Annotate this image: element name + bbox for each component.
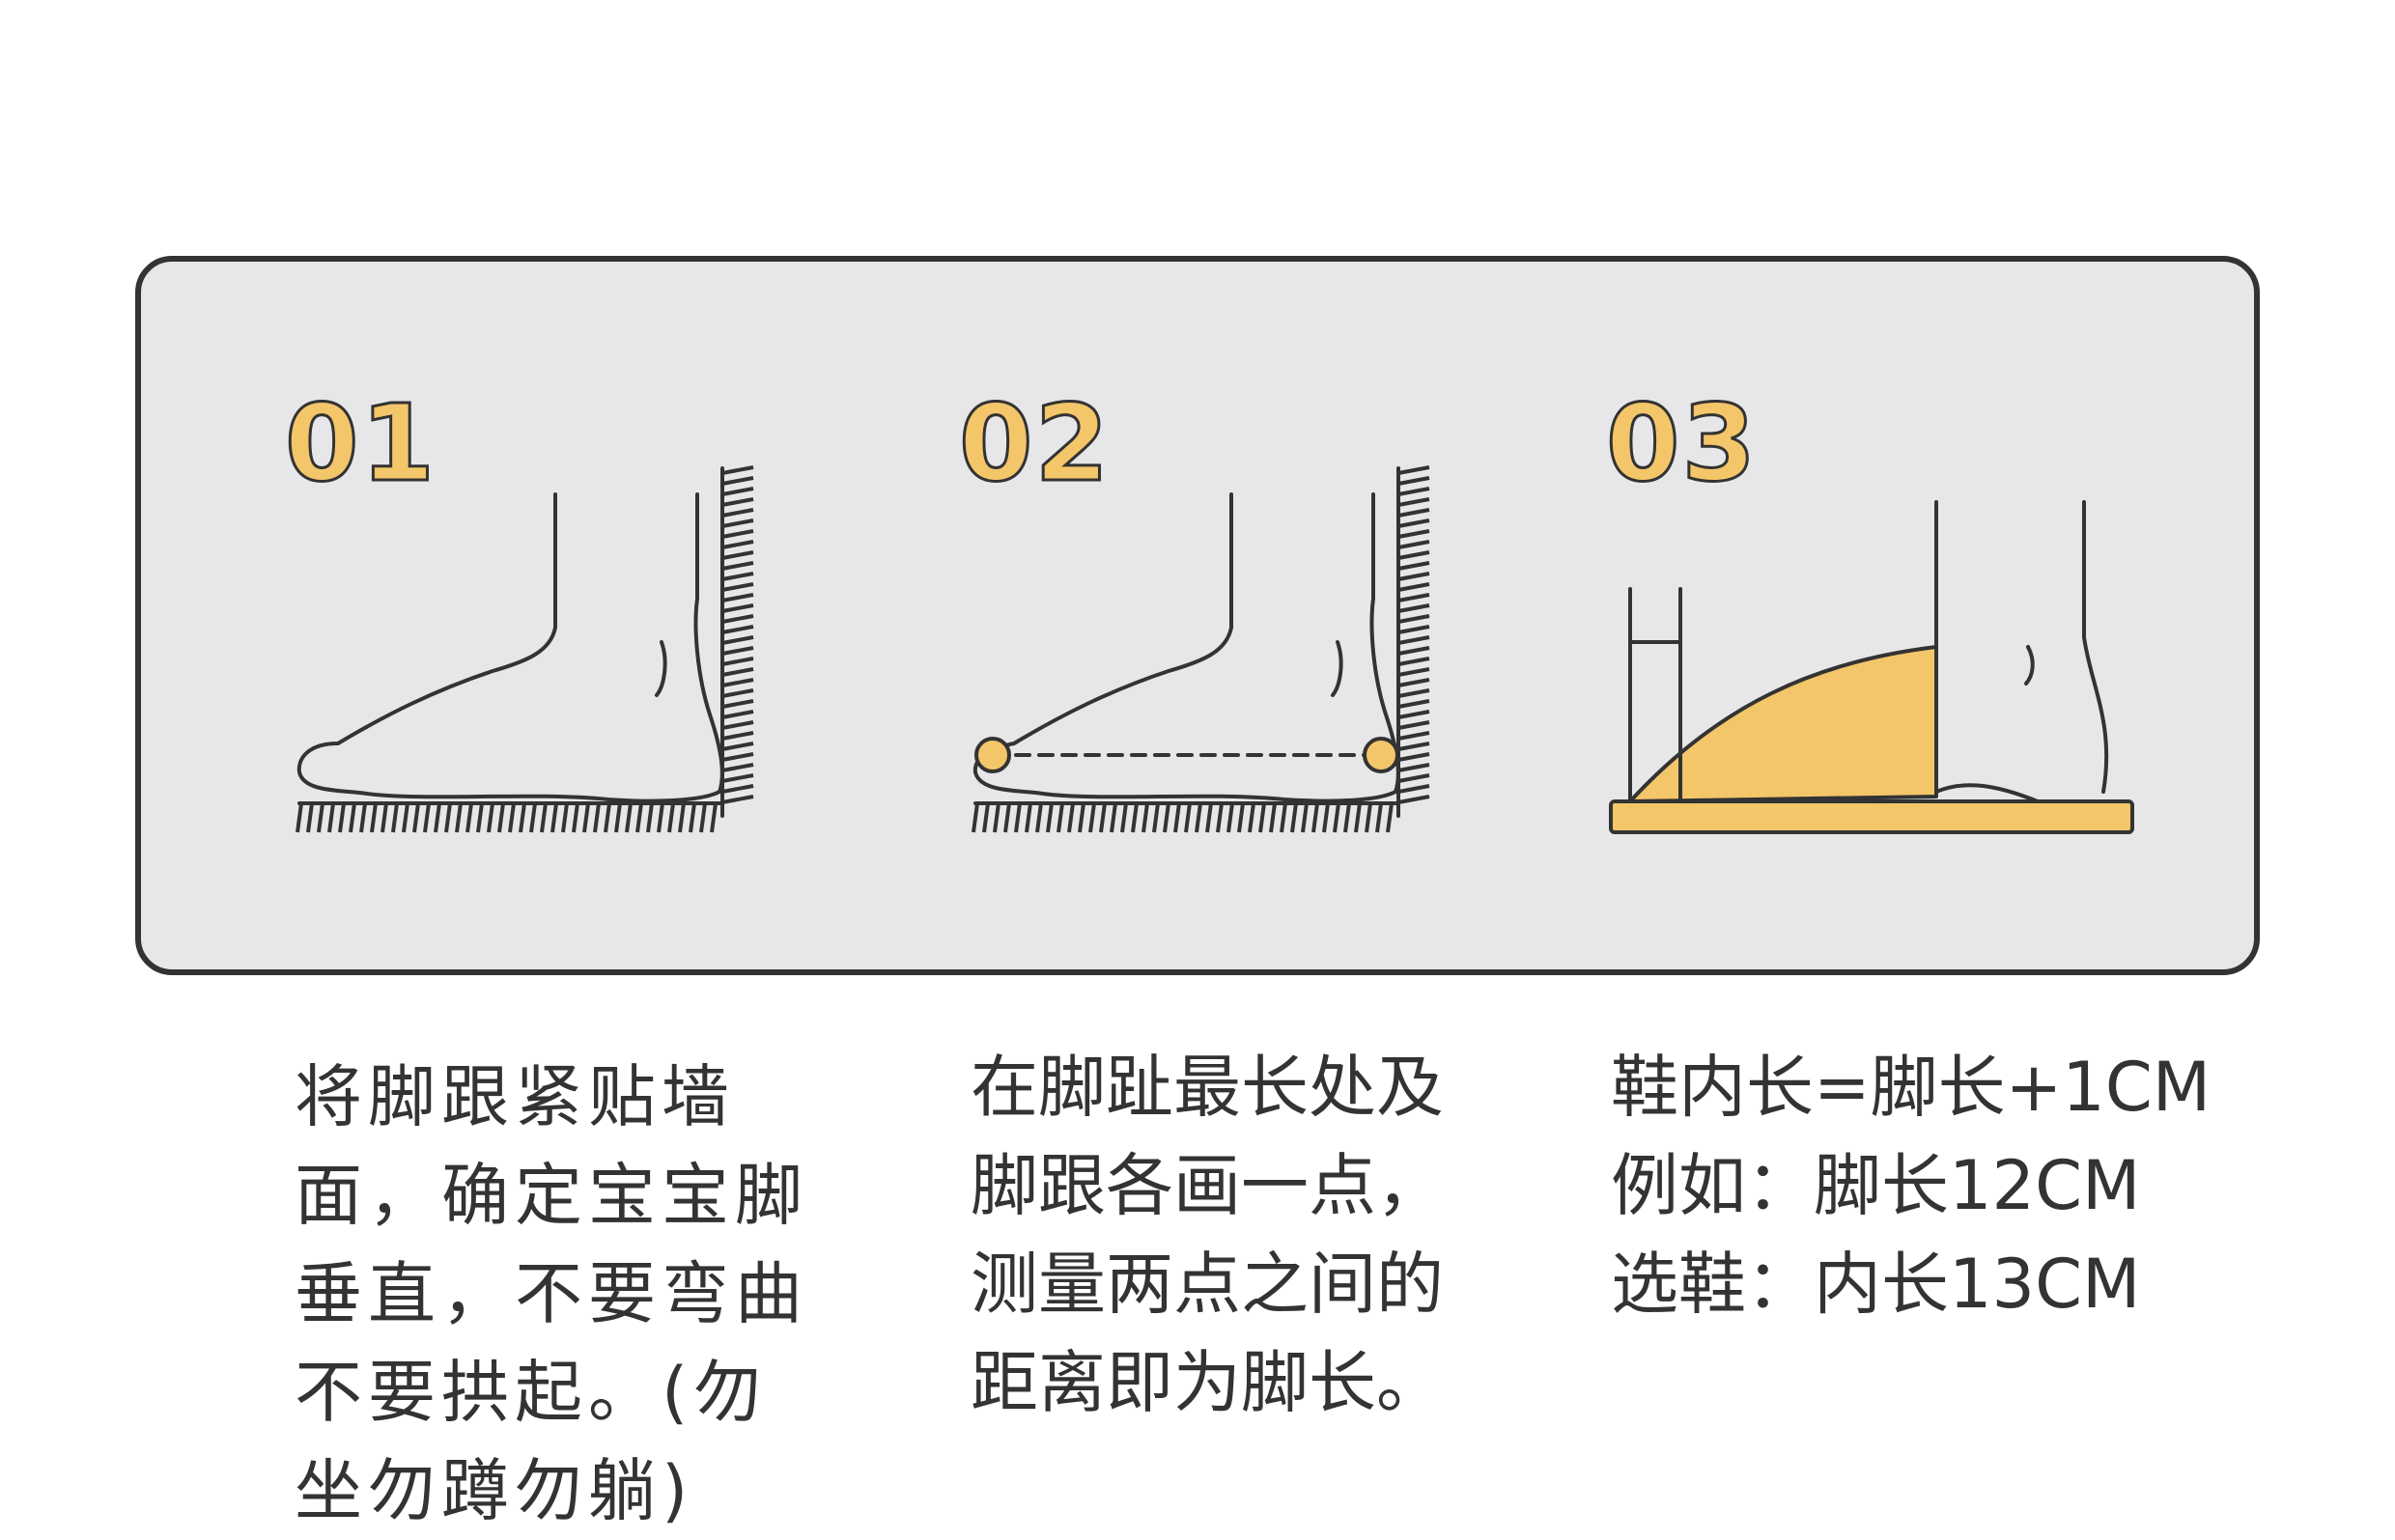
step-number-2: 02 bbox=[957, 380, 1112, 507]
foot-against-wall-icon bbox=[296, 465, 754, 833]
step-number-1: 01 bbox=[283, 380, 437, 507]
hatching bbox=[972, 465, 1430, 833]
step-number-3: 03 bbox=[1604, 380, 1759, 507]
step-2-caption: 在脚趾最长处及 脚跟各画一点， 测量两点之间的 距离即为脚长。 bbox=[971, 1048, 1444, 1422]
shoe-inner-length-icon bbox=[1609, 500, 2134, 834]
step-1-caption: 将脚跟紧贴墙 面，确定宝宝脚 垂直，不要弯曲 不要拱起。(勿 坐勿蹲勿躺) bbox=[295, 1057, 808, 1530]
instruction-panel bbox=[135, 256, 2260, 975]
foot-measure-points-icon bbox=[972, 465, 1430, 833]
hatching bbox=[296, 465, 754, 833]
step-3-caption: 鞋内长=脚长+1CM 例如：脚长12CM 选鞋：内长13CM bbox=[1611, 1048, 2212, 1324]
